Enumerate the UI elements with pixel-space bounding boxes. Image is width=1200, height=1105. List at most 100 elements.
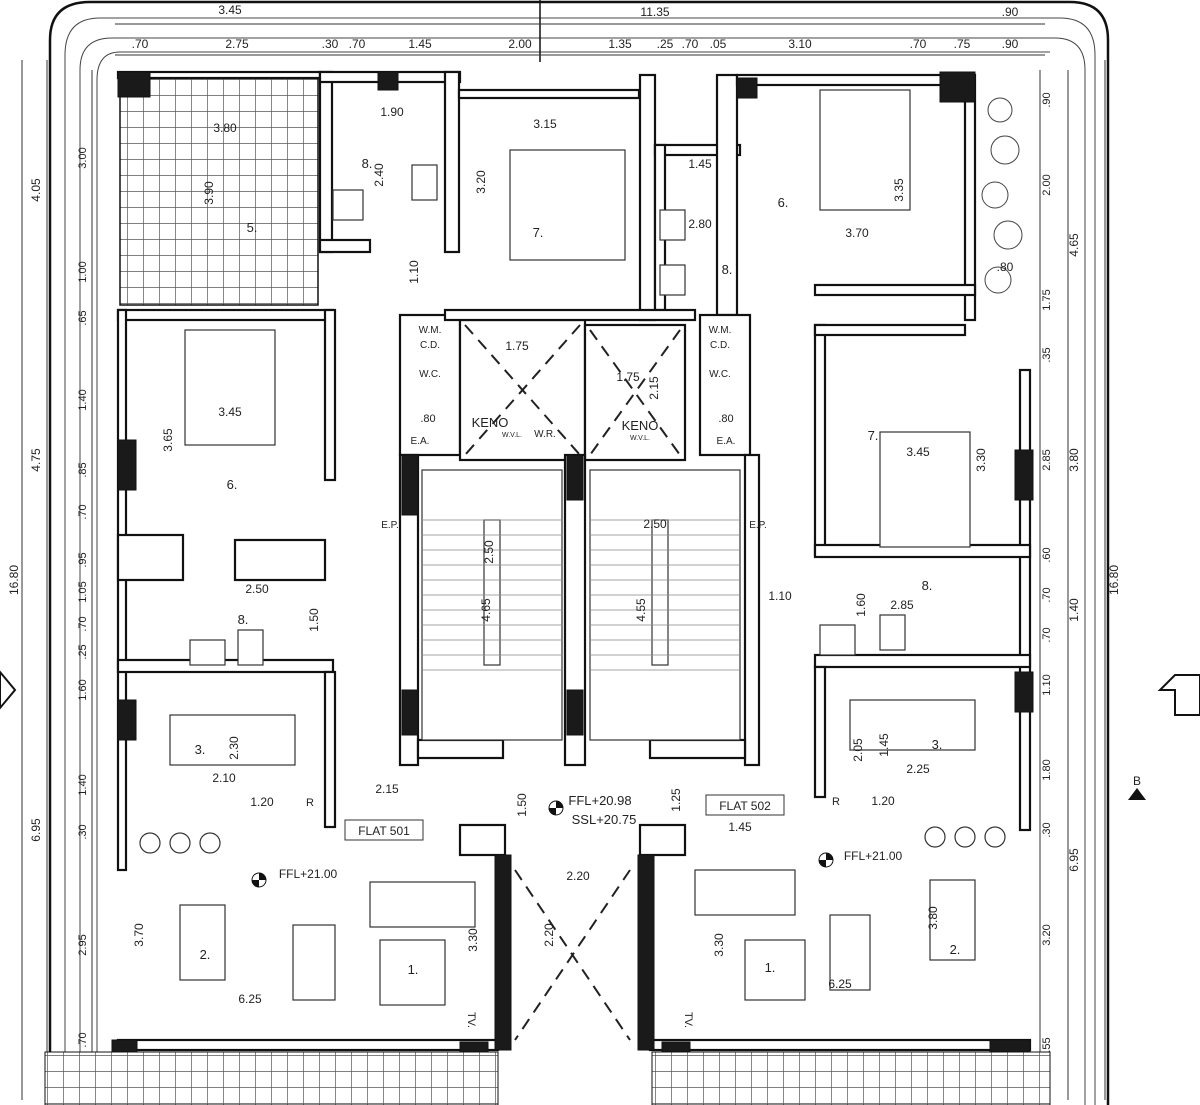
annotation-flat-502: FLAT 502 [719, 799, 771, 813]
room-number: 8. [238, 612, 249, 627]
dimension-label: .70 [77, 504, 89, 519]
annotation-tv-right: TV. [682, 1012, 694, 1028]
dimension-label: .65 [77, 310, 89, 325]
room-number: 3. [932, 737, 943, 752]
sofa-right [694, 869, 796, 916]
dimension-label: 1.45 [688, 157, 712, 171]
dimension-label: 2.95 [77, 934, 89, 955]
rug-right [744, 939, 806, 1001]
dimension-label: .85 [77, 462, 89, 477]
dimension-label: 3.80 [926, 906, 940, 930]
room-number: 7. [868, 428, 879, 443]
dimension-label: 4.65 [479, 598, 493, 622]
dimension-label: 2.20 [566, 869, 590, 883]
dimension-label: 1.40 [77, 774, 89, 795]
dimension-label: 3.80 [213, 121, 237, 135]
annotation-ea-left: E.A. [411, 436, 430, 447]
room-number: 1. [765, 960, 776, 975]
dimension-label: .90 [1002, 37, 1019, 51]
room-number: 6. [778, 195, 789, 210]
dimension-label: 6.25 [238, 992, 262, 1006]
dimension-label: 1.10 [768, 589, 792, 603]
room-number: 1. [408, 962, 419, 977]
annotation-tv-left: TV. [465, 1012, 477, 1028]
annotation-ffl-left: FFL+21.00 [279, 867, 338, 881]
dimension-label: 1.05 [77, 581, 89, 602]
dimension-label: 3.10 [788, 37, 812, 51]
annotation-section-b: B [1133, 774, 1141, 788]
dimension-label: .70 [77, 1032, 89, 1047]
room-number: 8. [722, 262, 733, 277]
annotation-wc-left: W.C. [419, 369, 441, 380]
balcony-left [44, 1051, 499, 1105]
flat-502-tag-frame [705, 794, 785, 816]
dimension-label: 3.30 [712, 933, 726, 957]
room-number: 2. [950, 942, 961, 957]
dimension-label: 1.90 [380, 105, 404, 119]
dimension-label: .70 [1041, 627, 1053, 642]
dimension-label: .75 [954, 37, 971, 51]
dimension-label: 3.90 [202, 181, 216, 205]
room-number: 5. [247, 220, 258, 235]
dimension-label: .30 [1041, 822, 1053, 837]
dimension-label: 3.20 [1041, 924, 1053, 945]
dimension-label: .30 [77, 824, 89, 839]
structural-columns [111, 71, 1034, 1086]
dimension-label: 1.40 [77, 389, 89, 410]
bed-top-right [819, 89, 911, 211]
terrace-tiles [119, 74, 319, 306]
site-boundary [48, 0, 1110, 1105]
dimension-label: 1.35 [608, 37, 632, 51]
dimension-label: 3.30 [974, 448, 988, 472]
room-number: 2. [200, 947, 211, 962]
stairs [421, 469, 741, 741]
dimension-label: 2.30 [227, 736, 241, 760]
room-number: 7. [533, 225, 544, 240]
annotation-ep-left: E.P. [381, 520, 399, 531]
dimension-label: 1.50 [515, 793, 529, 817]
dimension-label: 4.75 [29, 448, 43, 472]
annotation-ffl-right: FFL+21.00 [844, 849, 903, 863]
dimension-label: .80 [997, 260, 1014, 274]
dimension-label: .90 [1002, 5, 1019, 19]
dimension-label: .60 [1041, 547, 1053, 562]
section-marker-right-icon [1157, 674, 1200, 716]
room-number: 3. [195, 742, 206, 757]
annotation-wm-cd-right: C.D. [710, 340, 730, 351]
balcony-right [651, 1051, 1051, 1105]
annotation-ea-dim-right: .80 [718, 413, 733, 425]
dimension-label: 1.75 [1041, 289, 1053, 310]
dimension-label: 1.00 [77, 261, 89, 282]
dimension-label: .90 [1041, 92, 1053, 107]
kitchen-island-left [169, 714, 296, 766]
dimension-label: 2.75 [225, 37, 249, 51]
annotation-ssl-lobby: SSL+20.75 [572, 812, 637, 827]
walls [116, 70, 1032, 1052]
annotation-r-left: R [306, 797, 314, 809]
dimension-label: 1.60 [77, 679, 89, 700]
dimension-label: 1.25 [669, 788, 683, 812]
dimension-label: 1.60 [854, 593, 868, 617]
bed-left [184, 329, 276, 446]
dimension-label: 2.80 [688, 217, 712, 231]
level-marker-icons [251, 800, 834, 888]
room-number: 8. [922, 578, 933, 593]
section-marker-left-icon [0, 670, 17, 710]
dimension-label: 3.45 [218, 3, 242, 17]
dimension-label: .70 [910, 37, 927, 51]
annotation-ea-right: E.A. [717, 436, 736, 447]
annotation-flat-501: FLAT 501 [358, 824, 410, 838]
dimension-label: 6.25 [828, 977, 852, 991]
rug-left [379, 939, 446, 1006]
dimension-label: 1.20 [871, 794, 895, 808]
dimension-label: .70 [132, 37, 149, 51]
dimension-label: 1.45 [877, 733, 891, 757]
annotation-void-left: KENO [472, 415, 509, 430]
dimension-label: 3.35 [892, 178, 906, 202]
dimension-label: 2.15 [647, 376, 661, 400]
room-number: 6. [227, 477, 238, 492]
annotation-wm-cd-left: W.M. [419, 325, 442, 336]
dimension-label: 1.75 [505, 339, 529, 353]
dimension-label: .70 [682, 37, 699, 51]
